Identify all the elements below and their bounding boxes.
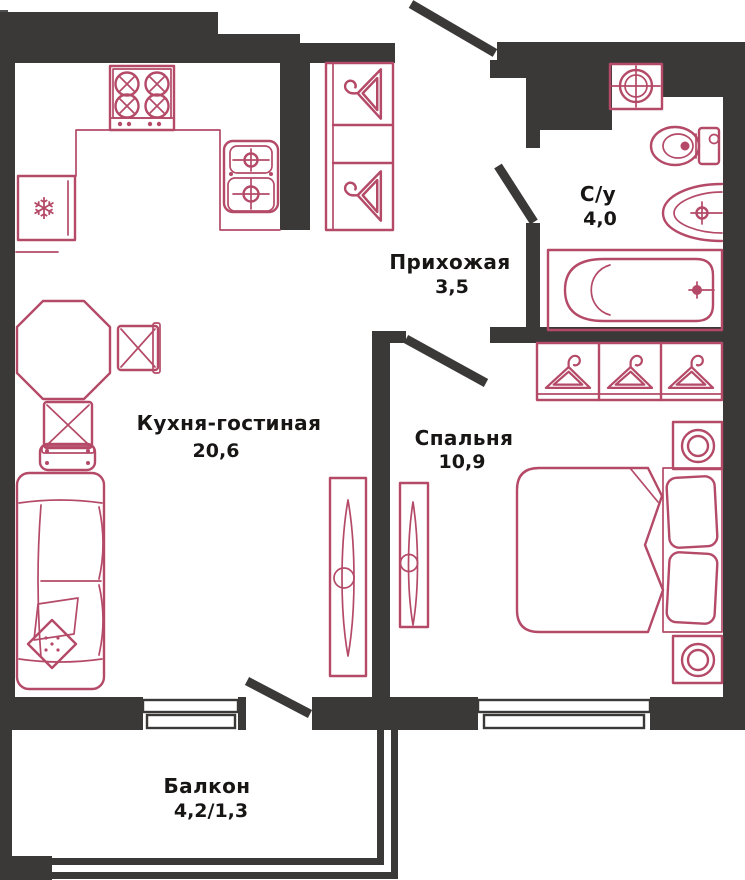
wall-kitchen-hall: [280, 63, 310, 230]
bathtub-icon: [546, 248, 724, 332]
wall-shaft-top: [490, 60, 612, 78]
wall-top-hall-b: [300, 43, 395, 63]
nightstand-bottom: [671, 634, 724, 685]
closet: [535, 341, 724, 402]
wall-shaft-body: [526, 78, 612, 130]
bed-pillow: [665, 475, 719, 549]
sink-icon: [222, 139, 280, 214]
nightstand-top: [671, 420, 724, 471]
room-labels: Кухня-гостиная 20,6 Спальня 10,9 Прихожа…: [137, 182, 617, 822]
balcony-rail-bottom-outer: [52, 872, 398, 879]
wall-top-kitchen: [0, 12, 218, 63]
windows: [141, 698, 652, 730]
room-area-kitchen-living: 20,6: [193, 440, 240, 462]
sofa-pillow: [33, 597, 79, 641]
balcony-rail-bottom-inner: [12, 858, 380, 865]
tv-stand-bedroom: [398, 481, 430, 629]
room-label-bedroom: Спальня: [415, 426, 514, 450]
washbasin-icon: [661, 182, 724, 243]
doors: [244, 0, 538, 718]
chair: [41, 400, 95, 454]
balcony-wall-left: [0, 730, 12, 880]
wall-partition-stub: [372, 331, 406, 343]
fridge-icon: ❄: [16, 174, 77, 242]
entrance-door-leaf: [408, 0, 498, 57]
bed: [515, 466, 723, 634]
stove-icon: [108, 64, 176, 132]
bedroom-door-leaf: [403, 335, 489, 387]
bathroom-fixtures: [546, 62, 724, 332]
hanger-icon: [667, 354, 715, 390]
room-area-bedroom: 10,9: [439, 451, 486, 473]
toilet-icon: [649, 125, 721, 167]
room-area-bathroom: 4,0: [583, 208, 617, 230]
counter: [15, 129, 281, 253]
wardrobe: [324, 61, 395, 232]
chair: [116, 322, 161, 374]
bedroom-furniture: [398, 341, 724, 685]
wall-washer-right: [662, 63, 723, 97]
hanger-icon: [343, 68, 383, 120]
snowflake-icon: ❄: [31, 192, 56, 227]
pouf: [38, 442, 97, 472]
kitchen-furniture: ❄: [15, 64, 281, 454]
room-label-hallway: Прихожая: [389, 250, 510, 274]
room-area-balcony: 4,2/1,3: [174, 800, 248, 822]
window-living: [141, 698, 240, 730]
balcony-rail-right-outer: [391, 730, 398, 879]
wall-bath-left-upper: [526, 130, 540, 148]
living-furniture: [15, 442, 368, 691]
wall-top-right: [497, 42, 745, 63]
room-area-hallway: 3,5: [435, 276, 469, 298]
bed-pillow: [665, 551, 719, 625]
sofa-pillow: [26, 618, 78, 670]
hanger-icon: [343, 170, 383, 222]
hanger-icon: [606, 354, 654, 390]
sofa: [15, 471, 106, 691]
bathroom-door-leaf: [494, 163, 538, 225]
washing-machine-icon: [608, 62, 664, 111]
wall-bath-left-lower: [526, 223, 540, 331]
tv-stand-living: [328, 476, 368, 678]
window-bedroom: [476, 698, 652, 730]
room-label-bathroom: С/у: [580, 182, 616, 206]
balcony-door-leaf: [244, 677, 313, 718]
dining-table: [15, 299, 112, 401]
wall-left: [0, 12, 15, 730]
wall-partition: [372, 331, 390, 697]
wall-top-hall-a: [218, 34, 300, 63]
wall-bedroom-door-stub: [493, 331, 530, 343]
room-label-balcony: Балкон: [164, 774, 251, 798]
balcony-rails: [0, 730, 398, 880]
hanger-icon: [544, 354, 592, 390]
balcony-rail-right-inner: [377, 730, 384, 865]
wall-right: [723, 63, 745, 730]
room-label-kitchen-living: Кухня-гостиная: [137, 411, 322, 435]
